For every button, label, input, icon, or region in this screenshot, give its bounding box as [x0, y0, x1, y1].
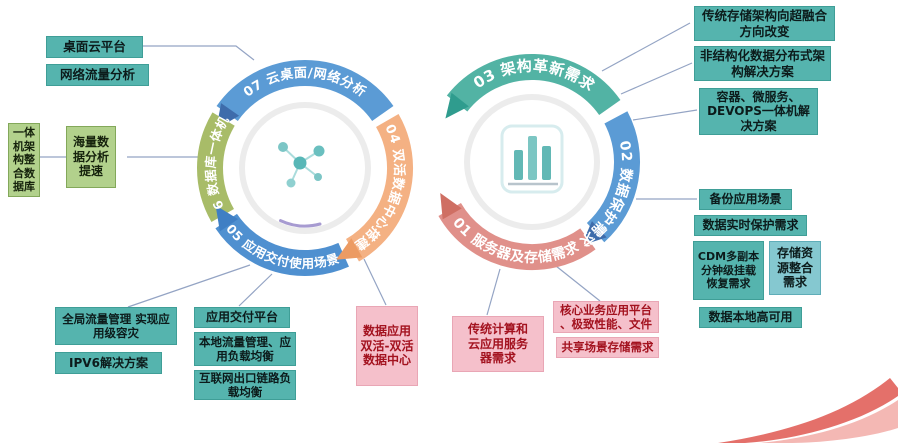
label-shared-storage-need: 共享场景存储需求 [556, 337, 659, 358]
label-storage-arch-change: 传统存储架构向超融合方向改变 [694, 6, 835, 41]
arc-03-architecture-innovation [445, 54, 621, 119]
arc-06-database-appliance [197, 112, 235, 222]
label-cdm-recovery: CDM多副本分钟级挂载恢复需求 [693, 241, 764, 300]
bar-chart-icon [500, 124, 564, 194]
label-desktop-cloud: 桌面云平台 [46, 36, 143, 58]
swoosh-graphic [718, 378, 898, 443]
connector-container [632, 109, 698, 121]
label-core-business-platform: 核心业务应用平台 、极致性能、文件 [553, 301, 659, 333]
connector-desktop-cloud [143, 45, 255, 61]
label-ipv6: IPV6解决方案 [55, 352, 162, 374]
label-global-traffic: 全局流量管理 实现应用级容灾 [55, 307, 177, 345]
purple-accent-arc [279, 219, 322, 228]
label-internet-link-lb: 互联网出口链路负载均衡 [194, 370, 296, 400]
label-unstructured-distributed: 非结构化数据分布式架构解决方案 [694, 46, 831, 81]
arc-05-app-delivery [215, 205, 349, 277]
label-network-traffic: 网络流量分析 [46, 64, 149, 86]
arc-01-server-storage [438, 193, 596, 270]
connector-core-business [555, 265, 601, 302]
arc-07-cloud-desktop [216, 60, 394, 130]
label-container-devops: 容器、微服务、DEVOPS一体机解决方案 [699, 88, 818, 135]
connector-traditional-server [486, 268, 501, 316]
label-aio-database: 一体机架构整合数据库 [8, 123, 40, 197]
connector-unstructured [620, 62, 693, 95]
connector-storage-arch [601, 22, 691, 72]
label-traditional-cloud-server: 传统计算和云应用服务器需求 [452, 316, 544, 372]
label-mass-data-speed: 海量数据分析提速 [66, 126, 116, 188]
connector-dual-active [363, 258, 387, 306]
arc-04-dual-active-dc [336, 114, 413, 262]
swoosh-light-shape [760, 400, 898, 443]
label-backup-scenario: 备份应用场景 [699, 189, 792, 210]
swoosh-main-shape [718, 378, 898, 443]
label-local-ha: 数据本地高可用 [699, 307, 802, 328]
connector-global-traffic [127, 264, 251, 308]
molecule-icon [278, 142, 325, 188]
label-app-delivery-platform: 应用交付平台 [194, 307, 290, 328]
label-local-traffic-lb: 本地流量管理、应用负载均衡 [194, 332, 296, 366]
connector-app-delivery [238, 273, 273, 307]
label-storage-consolidation: 存储资源整合需求 [769, 241, 821, 295]
connector-lines [40, 22, 698, 316]
label-realtime-protection: 数据实时保护需求 [694, 215, 807, 236]
label-dual-active-dc: 数据应用双活-双活数据中心 [356, 306, 418, 386]
arc-02-data-protection [581, 111, 641, 246]
